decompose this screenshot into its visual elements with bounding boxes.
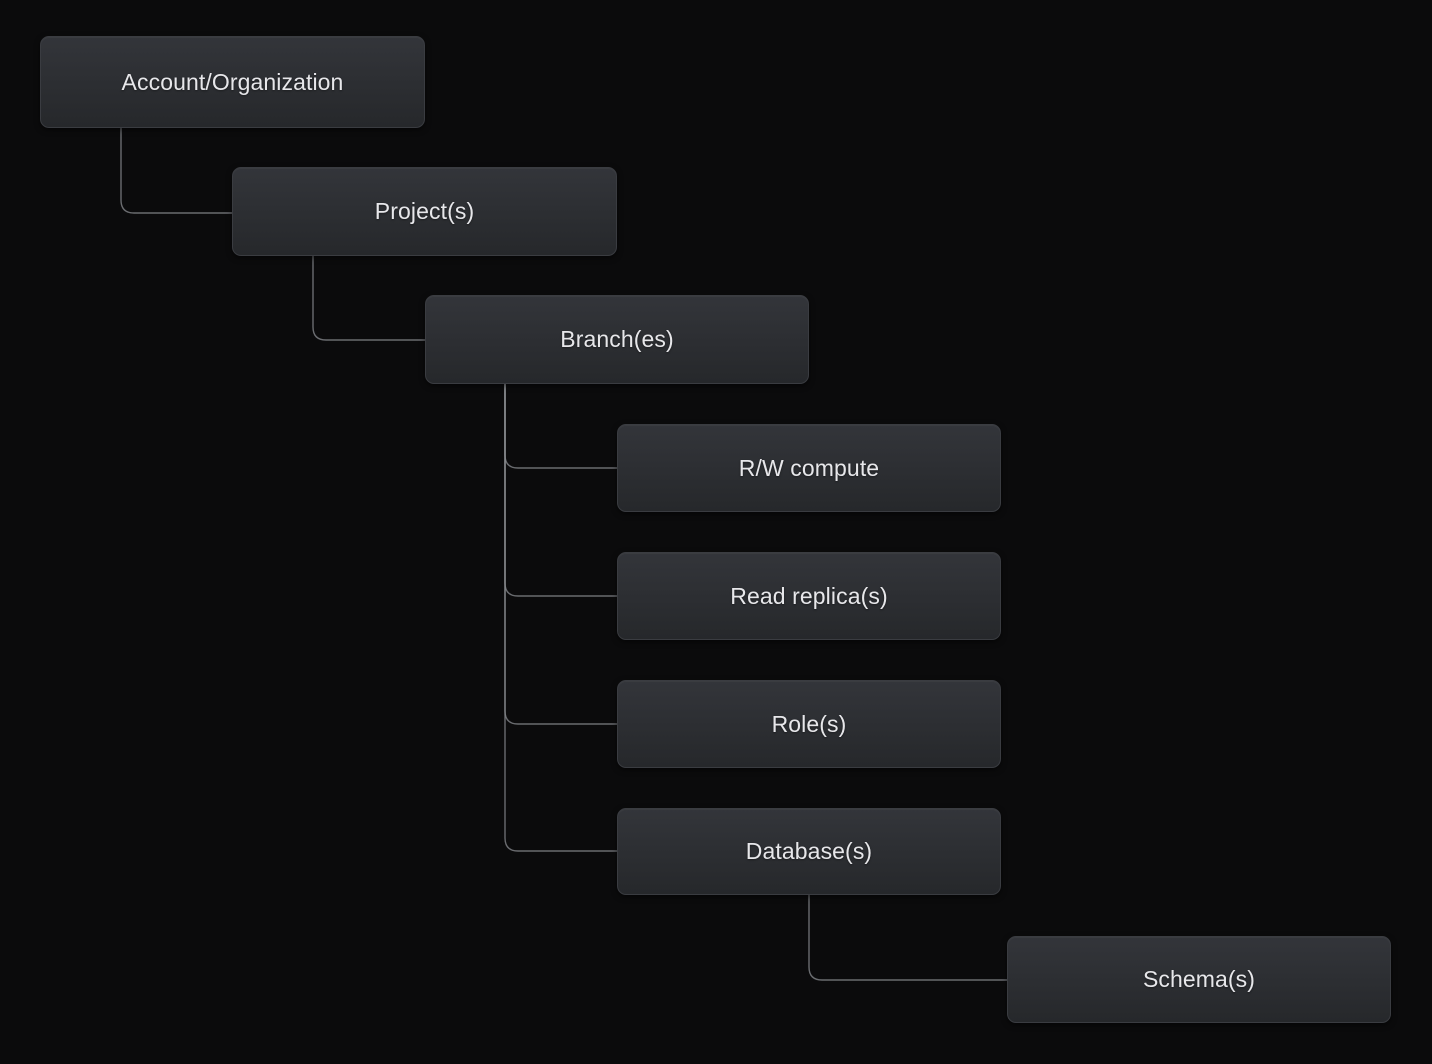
edge-account-to-project bbox=[120, 127, 233, 214]
edge-project-to-branch bbox=[312, 255, 426, 341]
node-branch[interactable]: Branch(es) bbox=[425, 295, 809, 384]
edge-database-to-schema bbox=[808, 894, 1008, 981]
node-schema[interactable]: Schema(s) bbox=[1007, 936, 1391, 1023]
node-label-project: Project(s) bbox=[374, 198, 475, 224]
node-read-replica[interactable]: Read replica(s) bbox=[617, 552, 1001, 640]
node-database[interactable]: Database(s) bbox=[617, 808, 1001, 895]
node-label-rw-compute: R/W compute bbox=[738, 454, 880, 481]
node-label-branch: Branch(es) bbox=[560, 326, 674, 352]
edge-branch-to-role bbox=[504, 383, 618, 725]
node-label-database: Database(s) bbox=[745, 838, 873, 864]
node-rw-compute[interactable]: R/W compute bbox=[617, 424, 1001, 512]
node-label-account: Account/Organization bbox=[121, 68, 344, 95]
edge-branch-to-database bbox=[504, 383, 618, 852]
node-label-role: Role(s) bbox=[771, 710, 847, 737]
edge-branch-to-read-replica bbox=[504, 383, 618, 597]
node-project[interactable]: Project(s) bbox=[232, 167, 617, 256]
node-label-schema: Schema(s) bbox=[1142, 966, 1256, 992]
node-account[interactable]: Account/Organization bbox=[40, 36, 425, 128]
edge-branch-to-rw-compute bbox=[504, 383, 618, 469]
node-role[interactable]: Role(s) bbox=[617, 680, 1001, 768]
node-label-read-replica: Read replica(s) bbox=[730, 582, 888, 609]
